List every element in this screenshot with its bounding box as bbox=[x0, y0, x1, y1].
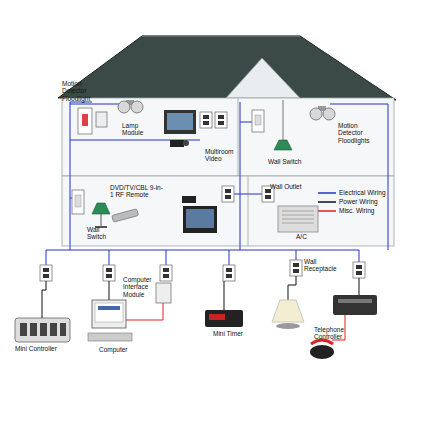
power-wire bbox=[359, 278, 360, 295]
device-label: Mini Controller bbox=[15, 345, 67, 352]
device-label: Computer Interface Module bbox=[123, 276, 159, 298]
device-label: Mini Timer bbox=[213, 330, 253, 337]
electrical-wire bbox=[109, 250, 296, 265]
wall-outlet bbox=[160, 265, 172, 281]
floor-lamp-shade bbox=[272, 300, 304, 322]
legend-line bbox=[318, 192, 336, 194]
legend-sample bbox=[318, 190, 336, 196]
monitor-screen bbox=[95, 303, 123, 322]
power-wire bbox=[42, 281, 46, 318]
telephone-controller bbox=[333, 295, 377, 315]
legend-row: Power Wiring bbox=[318, 197, 402, 206]
interior-wall bbox=[248, 176, 249, 246]
device-label: A/C bbox=[296, 233, 316, 240]
power-wire bbox=[224, 281, 225, 310]
lamp-module bbox=[96, 112, 107, 127]
telephone-handset bbox=[311, 340, 333, 344]
lamp-stand bbox=[101, 214, 102, 226]
tv-screen bbox=[167, 113, 193, 130]
screen-bar bbox=[98, 306, 120, 310]
telephone-base bbox=[310, 345, 334, 359]
legend-sample bbox=[318, 199, 336, 205]
misc-wire bbox=[126, 303, 163, 320]
wall-switch bbox=[252, 110, 264, 132]
wall-outlet bbox=[103, 265, 115, 281]
controller-button bbox=[30, 323, 37, 336]
keyboard bbox=[88, 333, 132, 341]
timer-display bbox=[209, 314, 225, 320]
device-label: Wall Receptacle bbox=[304, 258, 336, 273]
legend-line bbox=[318, 201, 336, 203]
legend-row: Electrical Wiring bbox=[318, 188, 402, 197]
wall-outlet bbox=[200, 112, 212, 128]
device-label: Lamp Module bbox=[122, 122, 152, 137]
tv-screen bbox=[186, 209, 214, 228]
electrical-wire bbox=[228, 102, 268, 250]
floodlight-lamp bbox=[131, 101, 143, 113]
floodlight-lamp bbox=[310, 108, 322, 120]
controller-button bbox=[50, 323, 57, 336]
device-label: Motion Detector Floodlights bbox=[338, 122, 378, 144]
computer-monitor bbox=[92, 300, 126, 328]
device-label: Computer bbox=[99, 346, 139, 353]
device-label: DVD/TV/CBL 9-in-1 RF Remote bbox=[110, 184, 166, 199]
video-camera bbox=[182, 196, 196, 203]
device-label: Telephone Controller bbox=[314, 326, 360, 341]
ac-grille bbox=[282, 211, 314, 223]
roof-ridge bbox=[142, 35, 300, 37]
mini-controller bbox=[15, 318, 70, 342]
wall-switch bbox=[72, 190, 84, 214]
switch-rocker bbox=[255, 115, 261, 125]
wall-outlet bbox=[40, 265, 52, 281]
controller-button bbox=[40, 323, 47, 336]
lamp-base bbox=[276, 323, 300, 329]
device-label: Wall Switch bbox=[87, 226, 109, 241]
wall-switch bbox=[78, 108, 92, 134]
upper-floor bbox=[62, 98, 394, 176]
television bbox=[164, 110, 196, 134]
camera-lens bbox=[183, 140, 189, 146]
wall-outlet bbox=[222, 186, 234, 202]
device-label: Wall Switch bbox=[268, 158, 310, 165]
wall-outlet bbox=[215, 112, 227, 128]
device-label: Motion Detector Floodlight bbox=[62, 80, 96, 102]
power-wire bbox=[109, 281, 110, 300]
roof-gable bbox=[226, 58, 300, 98]
rf-remote bbox=[112, 209, 139, 222]
controller-button bbox=[60, 323, 66, 336]
interface-module bbox=[156, 283, 171, 303]
interior-wall bbox=[238, 98, 239, 176]
device-label: Wall Outlet bbox=[270, 183, 312, 190]
hanging-lamp bbox=[274, 140, 292, 150]
legend-text: Electrical Wiring bbox=[339, 189, 386, 196]
wall-outlet bbox=[353, 262, 365, 278]
mini-timer bbox=[205, 310, 243, 327]
lower-floor bbox=[62, 176, 394, 246]
electrical-wire bbox=[330, 104, 388, 250]
legend-text: Power Wiring bbox=[339, 198, 378, 205]
floodlight-lamp bbox=[323, 108, 335, 120]
video-camera bbox=[170, 140, 184, 147]
electrical-wire bbox=[70, 102, 200, 250]
floodlight-lamp bbox=[118, 101, 130, 113]
legend-sample bbox=[318, 208, 336, 214]
legend-box: Electrical WiringPower WiringMisc. Wirin… bbox=[318, 188, 402, 215]
power-wire bbox=[288, 276, 296, 300]
roof bbox=[58, 36, 396, 100]
legend-line bbox=[318, 210, 336, 212]
switch-rocker bbox=[82, 114, 88, 126]
air-conditioner bbox=[278, 206, 318, 232]
controller-button bbox=[20, 323, 27, 336]
wall-outlet bbox=[223, 265, 235, 281]
switch-rocker bbox=[75, 195, 81, 207]
television bbox=[183, 206, 217, 233]
table-lamp bbox=[92, 203, 110, 214]
wall-outlet bbox=[290, 260, 302, 276]
controller-keys bbox=[338, 299, 372, 303]
device-label: Multiroom Video bbox=[205, 148, 241, 163]
legend-row: Misc. Wiring bbox=[318, 206, 402, 215]
lamp-cord bbox=[283, 100, 284, 140]
legend-text: Misc. Wiring bbox=[339, 207, 374, 214]
